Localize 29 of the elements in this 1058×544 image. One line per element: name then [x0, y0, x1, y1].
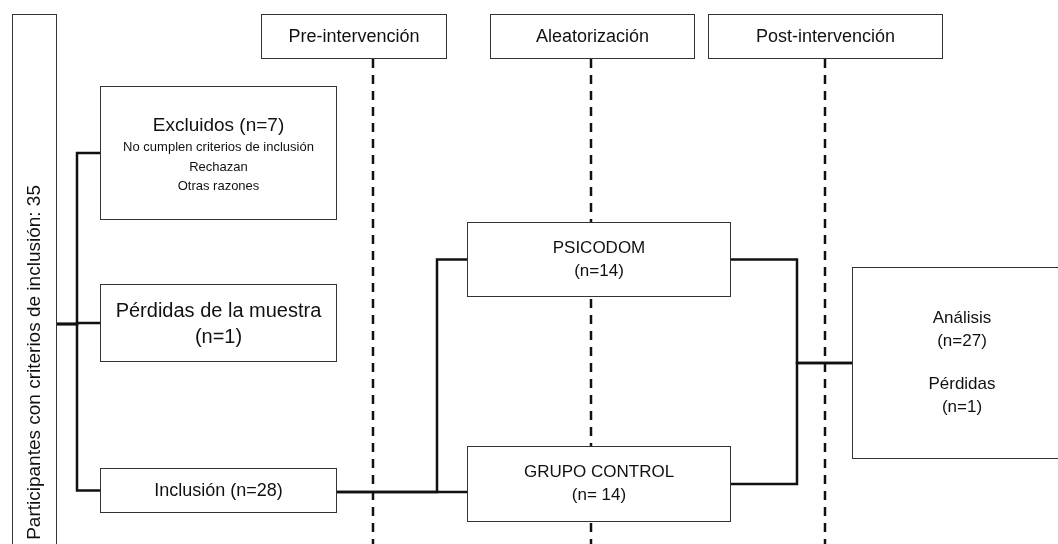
- process-box: [100, 86, 337, 220]
- process-box: [852, 267, 1058, 459]
- phase-title: Post-intervención: [755, 25, 896, 48]
- box-text: Análisis (n=27): [931, 307, 993, 353]
- phase-header-box: [490, 14, 695, 59]
- box-text: Otras razones: [177, 177, 260, 196]
- phase-title: Aleatorización: [535, 25, 650, 48]
- process-box: [100, 284, 337, 362]
- box-text: No cumplen criterios de inclusión: [122, 138, 315, 157]
- connector-line: [731, 361, 852, 486]
- box-text: (n=14): [574, 259, 624, 282]
- process-box: [467, 222, 731, 297]
- process-box: [100, 468, 337, 513]
- phase-title: Pre-intervención: [288, 25, 420, 48]
- box-text: Pérdidas de la muestra (n=1): [114, 298, 323, 349]
- connector-line: [337, 490, 467, 494]
- box-text: Rechazan: [189, 157, 248, 176]
- box-text: Inclusión (n=28): [154, 479, 283, 502]
- connector-line: [57, 322, 100, 492]
- box-text: Excluidos (n=7): [152, 114, 285, 138]
- box-text: GRUPO CONTROL: [523, 461, 675, 484]
- phase-header-box: [261, 14, 447, 59]
- process-box: [467, 446, 731, 522]
- box-text: Pérdidas (n=1): [927, 373, 997, 418]
- vertical-label-box: [12, 14, 57, 544]
- box-text: Participantes con criterios de inclusión: 35: [23, 185, 46, 540]
- box-text: (n= 14): [571, 484, 627, 506]
- box-text: PSICODOM: [552, 236, 646, 259]
- phase-header-box: [708, 14, 943, 59]
